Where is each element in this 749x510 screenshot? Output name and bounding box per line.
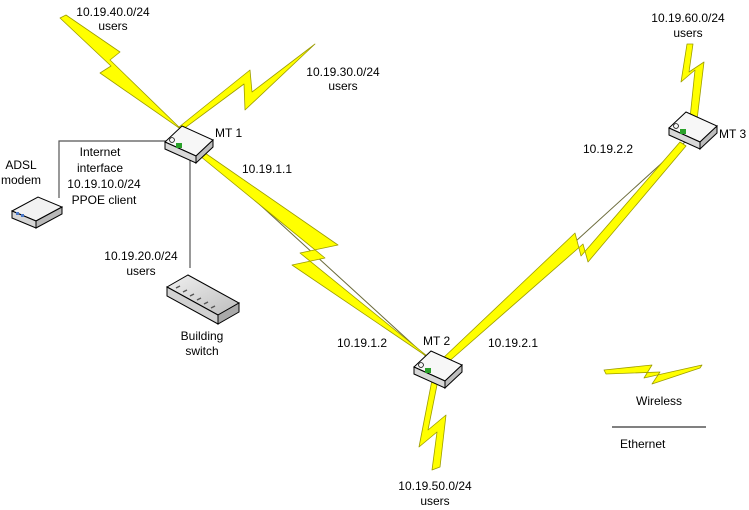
subnet-50-users-label: users <box>420 494 449 508</box>
mt1-ip-label: 10.19.1.1 <box>242 162 292 176</box>
ethernet-link-modem-mt1 <box>58 140 190 198</box>
internet-interface-line2: interface <box>77 161 123 175</box>
mt3-name-label: MT 3 <box>719 127 746 141</box>
wireless-link-10-19-50-icon <box>418 379 447 471</box>
wireless-link-mt1-mt2-icon <box>199 152 433 361</box>
subnet-20-users-label: users <box>126 264 155 278</box>
building-switch-icon[interactable] <box>165 274 241 325</box>
subnet-60-label: 10.19.60.0/24 <box>651 11 725 25</box>
subnet-20-label: 10.19.20.0/24 <box>104 249 178 263</box>
mt2-name-label: MT 2 <box>423 334 450 348</box>
mt1-name-label: MT 1 <box>215 126 242 140</box>
subnet-60-users-label: users <box>673 26 702 40</box>
subnet-30-users-label: users <box>328 79 357 93</box>
legend-wireless-icon <box>603 364 703 385</box>
internet-interface-subnet: 10.19.10.0/24 <box>67 177 141 191</box>
mt3-ip-label: 10.19.2.2 <box>583 142 633 156</box>
subnet-30-label: 10.19.30.0/24 <box>306 65 380 79</box>
legend: Wireless Ethernet <box>603 364 706 451</box>
internet-interface-client: PPOE client <box>72 193 137 207</box>
router-mt1-icon[interactable] <box>164 125 214 165</box>
wireless-link-10-19-60-icon <box>680 43 705 121</box>
subnet-40-label: 10.19.40.0/24 <box>76 5 150 19</box>
legend-wireless-label: Wireless <box>636 394 682 408</box>
wireless-link-10-19-40-icon <box>59 14 183 131</box>
legend-ethernet-label: Ethernet <box>620 437 666 451</box>
wireless-link-mt2-mt3-icon <box>440 141 687 365</box>
subnet-40-users-label: users <box>98 19 127 33</box>
router-mt2-icon[interactable] <box>413 350 463 390</box>
switch-label-line1: Building <box>181 329 224 343</box>
mt2-ip-right-label: 10.19.2.1 <box>488 336 538 350</box>
wireless-link-10-19-30-icon <box>178 43 316 131</box>
internet-interface-line1: Internet <box>80 145 121 159</box>
subnet-50-label: 10.19.50.0/24 <box>398 479 472 493</box>
mt2-ip-left-label: 10.19.1.2 <box>337 336 387 350</box>
switch-label-line2: switch <box>185 344 218 358</box>
router-mt3-icon[interactable] <box>668 111 718 151</box>
modem-label-line1: ADSL <box>5 158 37 172</box>
adsl-modem-icon[interactable] <box>10 196 64 229</box>
modem-label-line2: modem <box>1 173 41 187</box>
